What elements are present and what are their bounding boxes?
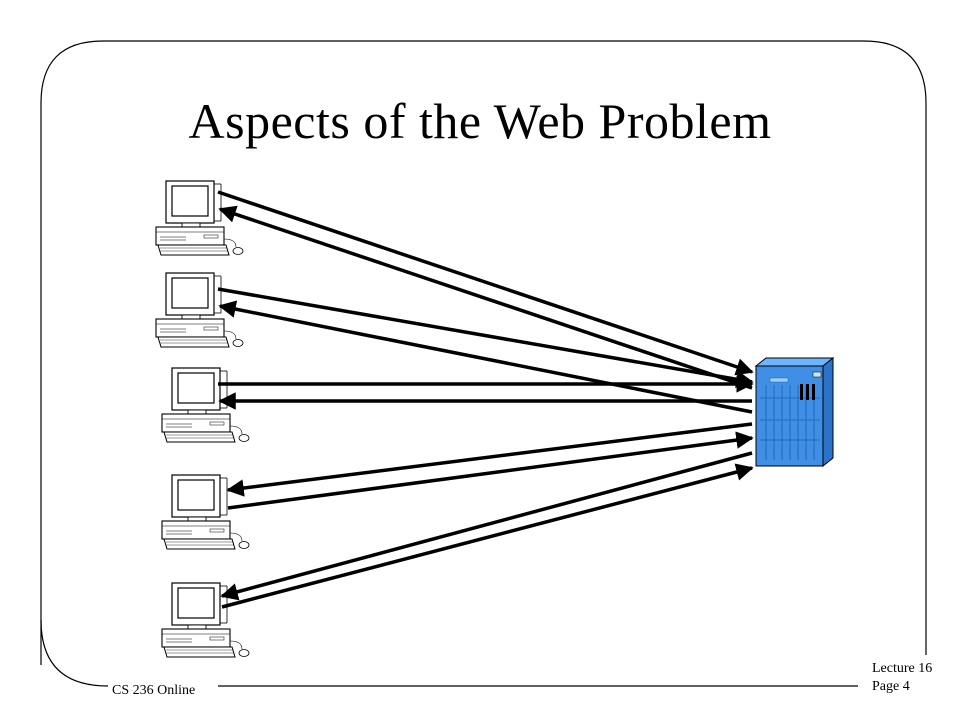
arrow-client1-to-server <box>217 190 754 376</box>
arrow-server-to-client5 <box>220 451 753 601</box>
arrow-server-to-client4 <box>226 422 753 497</box>
arrow-server-to-client1 <box>218 205 753 390</box>
footer-course: CS 236 Online <box>112 683 196 698</box>
client-computer-1 <box>155 180 244 256</box>
footer-page: Page 4 <box>872 679 910 694</box>
client-computer-2 <box>155 272 244 348</box>
slide-frame-bottom-left <box>40 619 109 687</box>
client-computer-3 <box>161 367 250 443</box>
arrow-client5-to-server <box>221 463 754 609</box>
web-server <box>754 356 835 468</box>
slide-title: Aspects of the Web Problem <box>188 93 772 149</box>
slide-frame <box>40 40 927 665</box>
arrow-client2-to-server <box>217 287 754 388</box>
request-response-arrows <box>217 190 754 609</box>
arrow-server-to-client2 <box>218 300 753 414</box>
client-computer-4 <box>161 474 250 550</box>
client-computer-5 <box>161 582 250 658</box>
footer-page-info: Lecture 16 Page 4 <box>872 660 932 696</box>
arrow-client4-to-server <box>227 431 754 510</box>
footer-lecture: Lecture 16 <box>872 661 933 676</box>
